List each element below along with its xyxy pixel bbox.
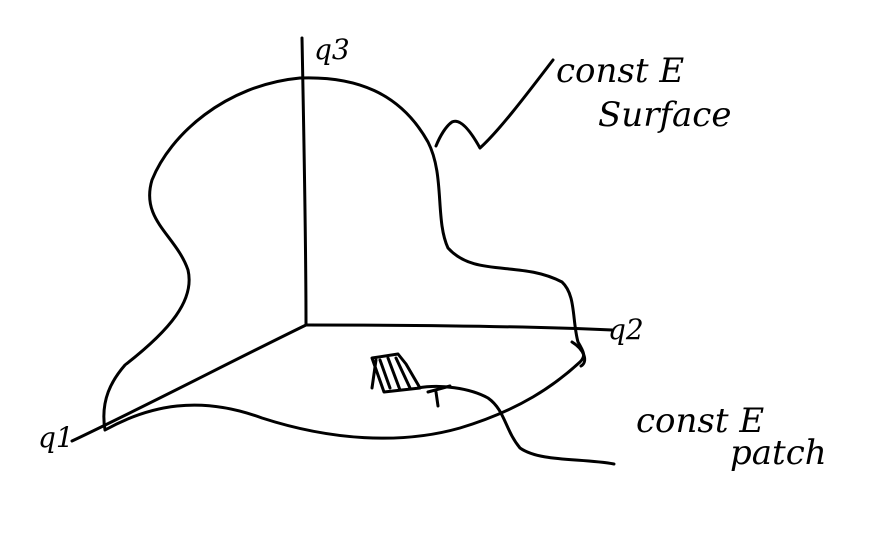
surface-curl-mark xyxy=(570,340,587,368)
surface-annotation-line2: Surface xyxy=(598,95,732,135)
patch-normal-arrow xyxy=(370,358,378,390)
patch-hatch-1 xyxy=(378,358,392,390)
patch-annotation-line2: patch xyxy=(730,433,827,473)
const-energy-patch xyxy=(370,352,422,394)
q3-axis xyxy=(300,36,308,327)
q2-axis-label: q2 xyxy=(608,313,644,346)
patch-hatch-2 xyxy=(386,356,402,392)
patch-annotation-line1: const E xyxy=(636,401,765,441)
patch-hatch-3 xyxy=(394,356,412,390)
const-energy-surface xyxy=(102,76,586,440)
patch-leader-line xyxy=(416,384,616,466)
patch-tick-mark xyxy=(426,384,452,408)
q2-axis xyxy=(304,323,614,332)
q1-axis xyxy=(70,323,308,443)
q1-axis-label: q1 xyxy=(38,421,74,454)
surface-annotation-line1: const E xyxy=(556,51,685,91)
surface-leader-arrow xyxy=(434,58,555,150)
q3-axis-label: q3 xyxy=(314,33,350,66)
